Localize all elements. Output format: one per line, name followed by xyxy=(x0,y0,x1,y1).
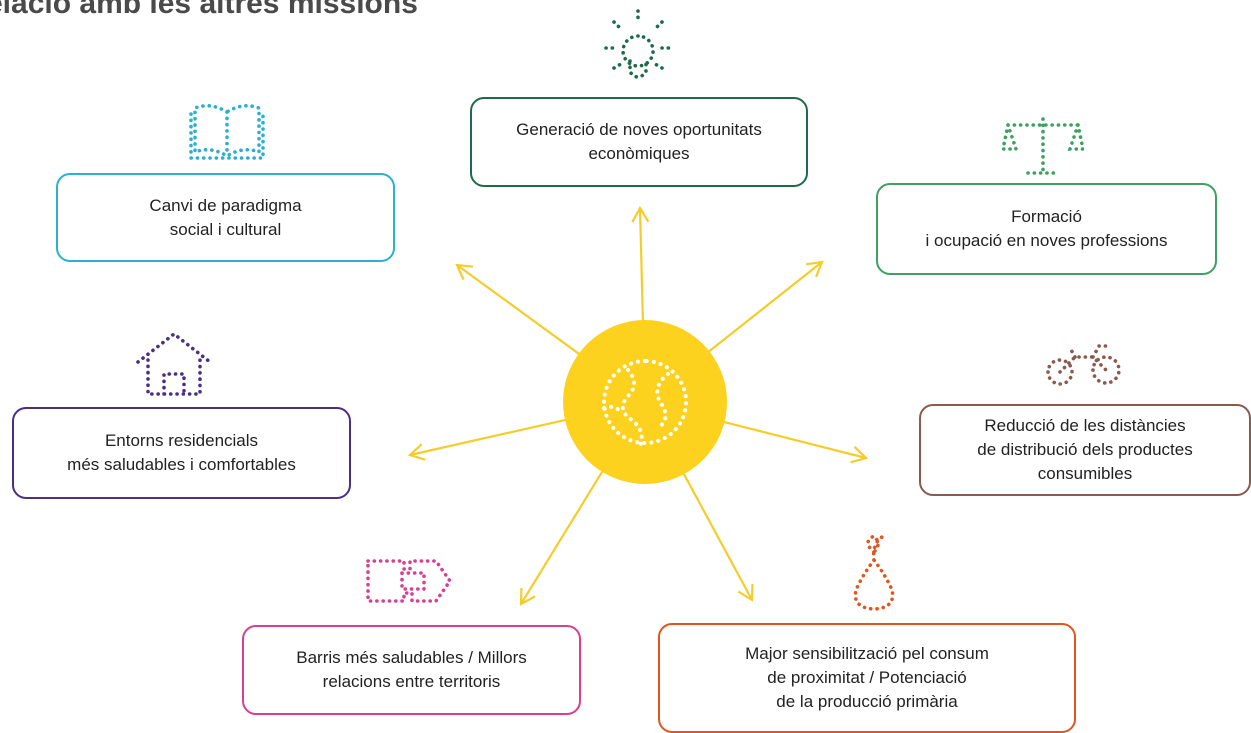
connector-arrow xyxy=(681,470,753,601)
connector-arrow xyxy=(520,467,606,605)
scales-icon xyxy=(1002,117,1084,175)
arrows-group xyxy=(407,205,869,606)
connector-arrow xyxy=(456,264,583,357)
mission-box-distancies[interactable]: Reducció de les distàncies de distribuci… xyxy=(919,404,1251,496)
mission-box-formacio[interactable]: Formació i ocupació en noves professions xyxy=(876,183,1217,275)
center-circle xyxy=(563,320,727,484)
arrowhead xyxy=(631,205,650,223)
arrowhead xyxy=(519,587,536,606)
connector-arrow xyxy=(720,420,867,460)
bicycle-icon xyxy=(1046,344,1121,386)
mission-box-proximitat[interactable]: Major sensibilització pel consum de prox… xyxy=(658,623,1076,733)
mission-box-paradigma[interactable]: Canvi de paradigma social i cultural xyxy=(56,173,395,262)
mission-label-formacio: Formació i ocupació en noves professions xyxy=(925,207,1168,250)
mission-label-oportunitats: Generació de noves oportunitats econòmiq… xyxy=(516,120,762,163)
mission-label-paradigma: Canvi de paradigma social i cultural xyxy=(149,195,302,239)
mission-box-barris[interactable]: Barris més saludables / Millors relacion… xyxy=(242,625,581,715)
connector-arrow xyxy=(705,261,823,355)
house-icon xyxy=(136,331,212,396)
mission-label-proximitat: Major sensibilització pel consum de prox… xyxy=(745,644,989,711)
arrowhead xyxy=(407,443,426,461)
mission-box-residencials[interactable]: Entorns residencials més saludables i co… xyxy=(12,407,351,499)
mission-box-oportunitats[interactable]: Generació de noves oportunitats econòmiq… xyxy=(470,97,808,187)
lightbulb-icon xyxy=(604,9,672,79)
open-book-icon xyxy=(189,103,265,160)
arrowhead xyxy=(806,260,824,278)
connector-arrow xyxy=(409,418,570,457)
mission-label-barris: Barris més saludables / Millors relacion… xyxy=(296,648,527,691)
earth-dots-icon xyxy=(602,359,689,448)
puzzle-map-icon xyxy=(366,559,453,603)
arrowhead xyxy=(850,446,869,464)
arrowhead xyxy=(455,263,474,281)
arrowhead xyxy=(737,583,754,602)
connector-arrow xyxy=(638,207,645,325)
mission-label-distancies: Reducció de les distàncies de distribuci… xyxy=(977,416,1193,483)
pear-icon xyxy=(853,533,895,611)
page-title: elació amb les altres missions xyxy=(0,0,418,20)
mission-label-residencials: Entorns residencials més saludables i co… xyxy=(67,431,296,474)
